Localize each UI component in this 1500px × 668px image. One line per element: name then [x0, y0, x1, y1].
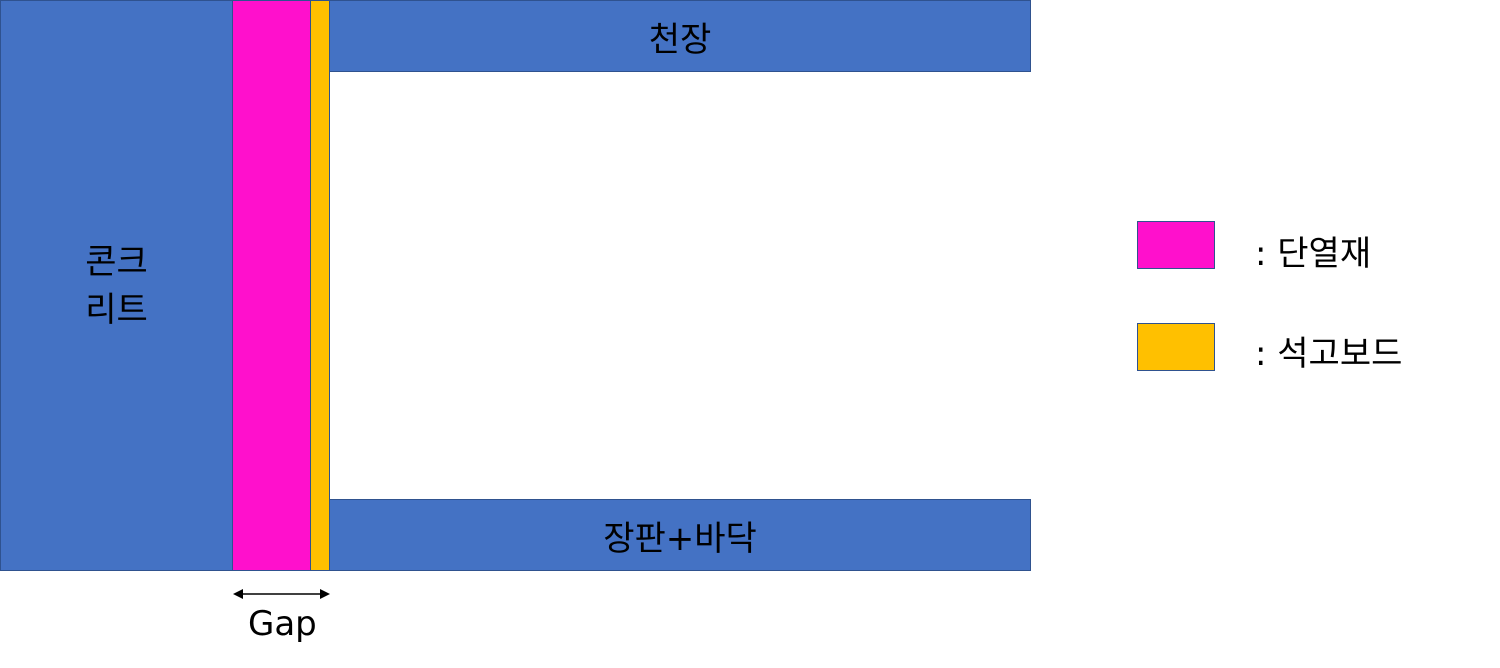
concrete-label-line1: 콘크: [85, 241, 148, 282]
gypsum-board-layer: [310, 0, 330, 571]
ceiling: 천장: [329, 0, 1031, 72]
insulation-layer: [232, 0, 311, 571]
concrete-label-line2: 리트: [85, 289, 148, 330]
gap-label: Gap: [248, 604, 317, 644]
legend-label-insulation: : 단열재: [1255, 234, 1372, 274]
concrete-wall: 콘크 리트: [0, 0, 233, 571]
floor-label: 장판+바닥: [603, 518, 757, 559]
legend-label-gypsum: : 석고보드: [1255, 334, 1403, 374]
legend-swatch-insulation: [1137, 221, 1215, 269]
gap-arrow-icon: [233, 589, 330, 599]
floor: 장판+바닥: [329, 499, 1031, 571]
ceiling-label: 천장: [648, 19, 712, 60]
legend-swatch-gypsum: [1137, 323, 1215, 371]
